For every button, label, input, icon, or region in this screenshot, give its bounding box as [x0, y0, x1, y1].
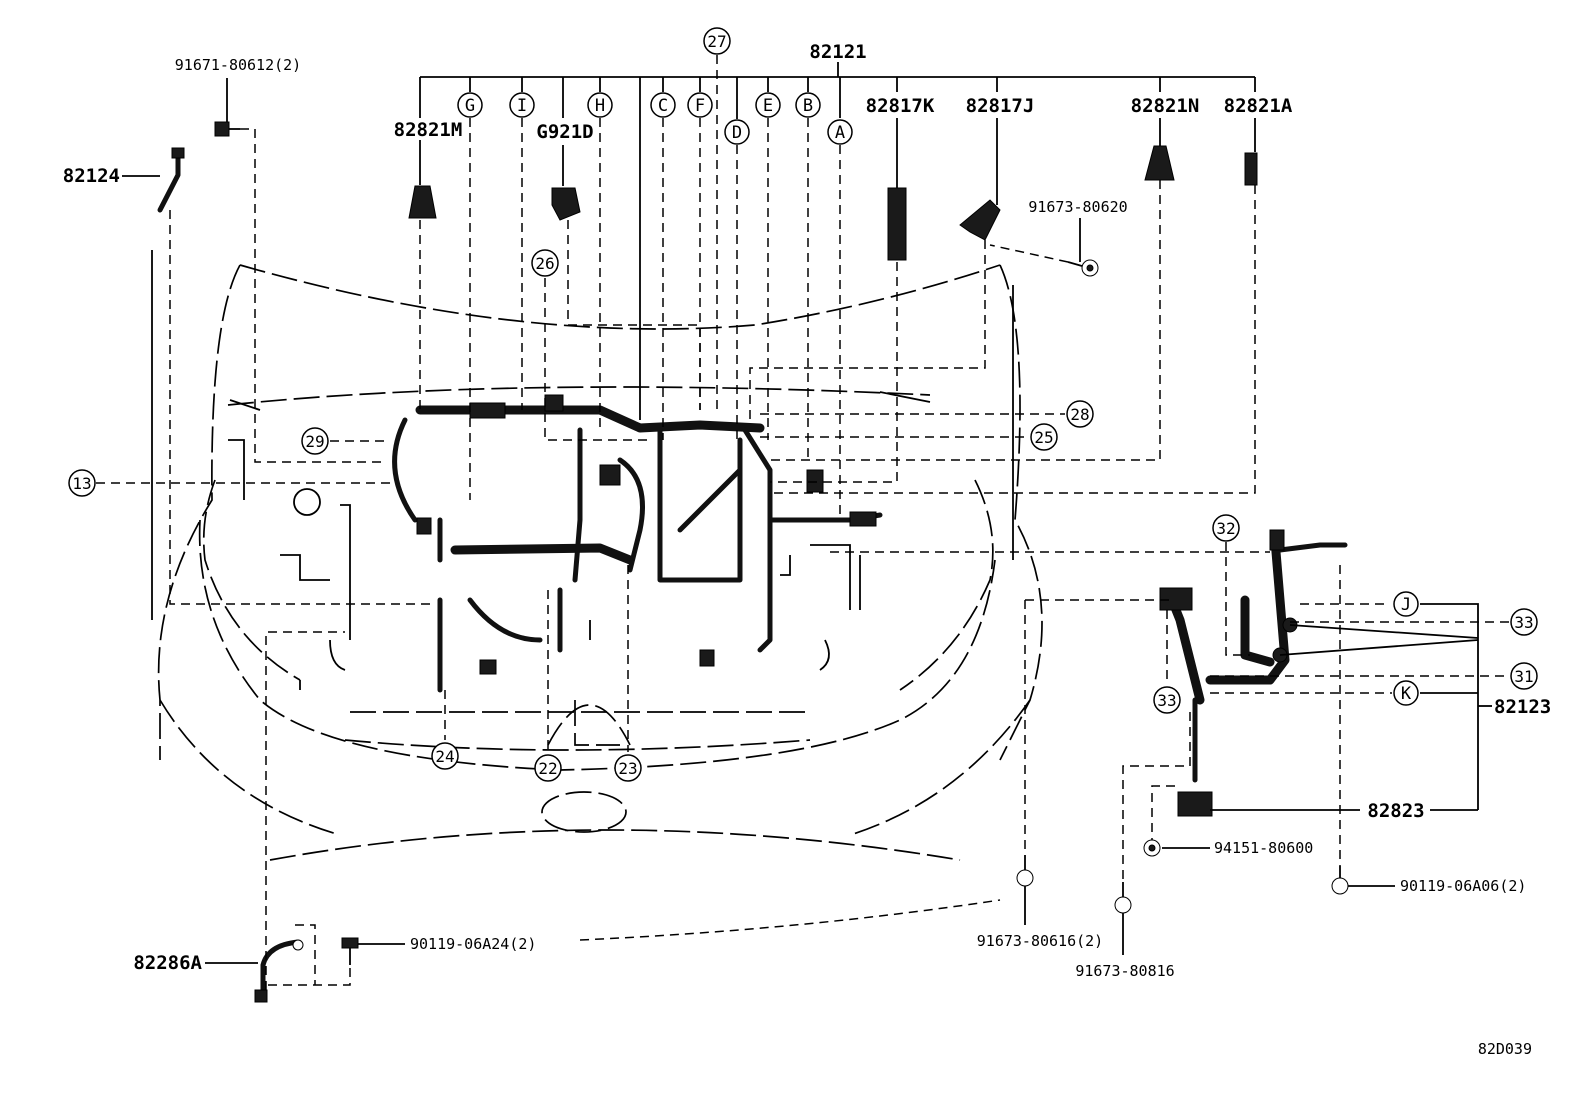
- letter-callout-C: C: [650, 92, 676, 118]
- connector-82821A-icon: [1244, 152, 1258, 186]
- number-callout-25: 25: [1030, 423, 1058, 451]
- part-label-82124: 82124: [63, 165, 120, 187]
- number-callout-33-right: 33: [1510, 608, 1538, 636]
- letter-callout-J: J: [1393, 591, 1419, 617]
- svg-text:24: 24: [435, 747, 454, 766]
- number-callout-13: 13: [68, 469, 96, 497]
- part-label-90119-06A24: 90119-06A24(2): [410, 935, 536, 953]
- svg-text:23: 23: [618, 759, 637, 778]
- svg-text:33: 33: [1514, 613, 1533, 632]
- part-label-82817K: 82817K: [866, 95, 935, 117]
- svg-text:33: 33: [1157, 691, 1176, 710]
- part-label-82121: 82121: [809, 41, 866, 63]
- svg-text:29: 29: [305, 432, 324, 451]
- svg-text:25: 25: [1034, 428, 1053, 447]
- number-callout-28: 28: [1066, 400, 1094, 428]
- connector-G921D-icon: [551, 187, 581, 221]
- part-label-91673-80816: 91673-80816: [1075, 962, 1174, 980]
- part-label-94151-80600: 94151-80600: [1214, 839, 1313, 857]
- letter-callout-H: H: [587, 92, 613, 118]
- number-callout-27: 27: [703, 27, 731, 55]
- bolt-91671-icon: [214, 121, 240, 137]
- svg-text:D: D: [732, 123, 742, 143]
- svg-text:K: K: [1401, 684, 1412, 704]
- harness-82286A-icon: [254, 939, 304, 1003]
- svg-text:J: J: [1401, 595, 1411, 615]
- drawing-code: 82D039: [1478, 1040, 1532, 1058]
- number-callout-22: 22: [534, 754, 562, 782]
- svg-text:H: H: [595, 96, 605, 116]
- number-callout-33-left: 33: [1153, 686, 1181, 714]
- svg-text:C: C: [658, 96, 668, 116]
- connector-82124-icon: [157, 147, 185, 213]
- letter-callout-I: I: [509, 92, 535, 118]
- bolt-90119-06A24-icon: [341, 937, 359, 965]
- svg-text:13: 13: [72, 474, 91, 493]
- part-label-90119-06A06: 90119-06A06(2): [1400, 877, 1526, 895]
- vehicle-body-outline: [151, 250, 1043, 861]
- letter-callout-B: B: [795, 92, 821, 118]
- part-label-82823: 82823: [1367, 800, 1424, 822]
- connector-82817J-icon: [959, 199, 1001, 241]
- bolt-94151-icon: [1143, 839, 1161, 857]
- bolt-91673-80616-icon: [1016, 855, 1034, 887]
- letter-callout-A: A: [827, 119, 853, 145]
- number-callout-24: 24: [431, 742, 459, 770]
- letter-callout-D: D: [724, 119, 750, 145]
- number-callout-32: 32: [1212, 514, 1240, 542]
- letter-callout-E: E: [755, 92, 781, 118]
- letter-callout-F: F: [687, 92, 713, 118]
- part-label-82821M: 82821M: [394, 119, 463, 141]
- part-label-91671-80612: 91671-80612(2): [175, 56, 301, 74]
- part-label-G921D: G921D: [536, 121, 593, 143]
- svg-text:F: F: [695, 96, 705, 116]
- svg-text:B: B: [803, 96, 813, 116]
- bolt-90119-06A06-icon: [1331, 866, 1349, 895]
- engine-room-main-harness: [392, 394, 883, 693]
- connector-82821N-icon: [1144, 145, 1175, 181]
- svg-text:A: A: [835, 123, 845, 143]
- svg-text:31: 31: [1514, 667, 1533, 686]
- part-label-91673-80616: 91673-80616(2): [977, 932, 1103, 950]
- svg-text:22: 22: [538, 759, 557, 778]
- svg-text:E: E: [763, 96, 773, 116]
- number-callout-23: 23: [614, 754, 642, 782]
- svg-text:I: I: [517, 96, 527, 116]
- svg-text:G: G: [465, 96, 475, 116]
- part-label-82123: 82123: [1494, 696, 1551, 718]
- dashed-leader-lines: [96, 55, 1510, 990]
- part-label-82286A: 82286A: [133, 952, 202, 974]
- svg-text:28: 28: [1070, 405, 1089, 424]
- number-callout-31: 31: [1510, 662, 1538, 690]
- part-label-91673-80620: 91673-80620: [1028, 198, 1127, 216]
- letter-callout-G: G: [457, 92, 483, 118]
- number-callout-29: 29: [301, 427, 329, 455]
- leader-lines: [122, 62, 1492, 964]
- part-label-82821N: 82821N: [1131, 95, 1200, 117]
- part-label-82817J: 82817J: [966, 95, 1035, 117]
- connector-82817K-icon: [887, 187, 907, 261]
- svg-text:27: 27: [707, 32, 726, 51]
- bolt-91673-80816-icon: [1114, 882, 1132, 914]
- part-label-82821A: 82821A: [1224, 95, 1293, 117]
- connector-82821M-icon: [408, 185, 437, 219]
- svg-text:26: 26: [535, 254, 554, 273]
- harness-82123: [1159, 529, 1348, 817]
- letter-callout-K: K: [1393, 680, 1419, 706]
- number-callout-26: 26: [531, 249, 559, 277]
- svg-text:32: 32: [1216, 519, 1235, 538]
- bolt-91673-80620-icon: [1067, 259, 1099, 277]
